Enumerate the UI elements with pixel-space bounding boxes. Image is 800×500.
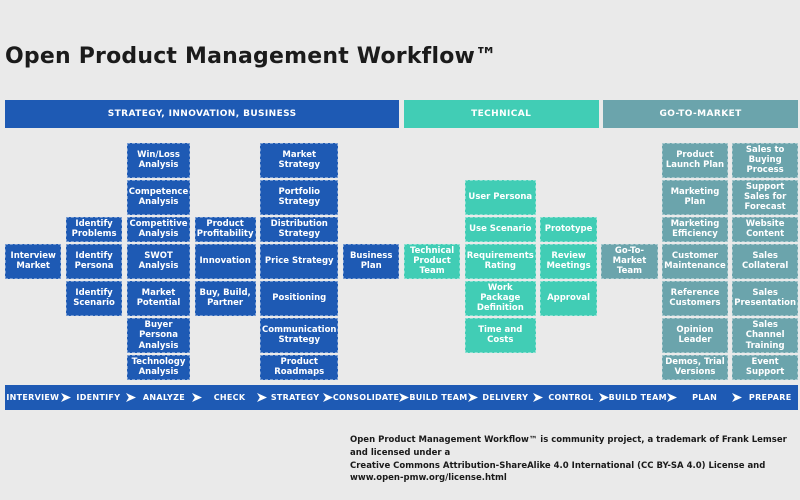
workflow-box-competitive-analysis: Competitive Analysis <box>126 217 191 242</box>
workflow-box-product-roadmaps: Product Roadmaps <box>260 355 339 380</box>
license-footer-line2: Creative Commons Attribution-ShareAlike … <box>350 460 766 484</box>
step-arrow-icon <box>322 393 333 402</box>
process-step-plan-11: PLAN <box>692 393 718 402</box>
workflow-box-win-loss-analysis: Win/Loss Analysis <box>126 143 191 178</box>
license-footer: Open Product Management Workflow™ is com… <box>350 434 790 485</box>
workflow-box-review-meetings: Review Meetings <box>540 244 597 279</box>
step-arrow-icon <box>399 393 410 402</box>
workflow-box-business-plan: Business Plan <box>342 244 400 279</box>
workflow-box-user-persona: User Persona <box>464 180 536 215</box>
phase-band-go-to-market: GO-TO-MARKET <box>603 100 798 128</box>
workflow-box-communication-strategy: Communication Strategy <box>260 318 339 353</box>
workflow-box-product-launch-plan: Product Launch Plan <box>662 143 728 178</box>
workflow-box-event-support: Event Support <box>732 355 798 380</box>
workflow-box-competence-analysis: Competence Analysis <box>126 180 191 215</box>
page-title: Open Product Management Workflow™ <box>5 44 498 69</box>
process-step-build-team-7: BUILD TEAM <box>409 393 468 402</box>
process-step-strategy-5: STRATEGY <box>270 393 320 402</box>
workflow-box-prototype: Prototype <box>540 217 597 242</box>
workflow-box-requirements-rating: Requirements Rating <box>464 244 536 279</box>
workflow-box-interview-market: Interview Market <box>5 244 62 279</box>
workflow-box-approval: Approval <box>540 281 597 316</box>
step-arrow-icon <box>732 393 743 402</box>
step-arrow-icon <box>60 393 71 402</box>
process-step-interview-1: INTERVIEW <box>6 393 60 402</box>
step-arrow-icon <box>467 393 478 402</box>
phase-band-technical: TECHNICAL <box>403 100 599 128</box>
workflow-box-product-profitability: Product Profitability <box>194 217 256 242</box>
workflow-box-technical-product-team: Technical Product Team <box>403 244 461 279</box>
workflow-box-website-content: Website Content <box>732 217 798 242</box>
workflow-box-opinion-leader: Opinion Leader <box>662 318 728 353</box>
phase-band-strategy-innovation-business: STRATEGY, INNOVATION, BUSINESS <box>5 100 400 128</box>
step-arrow-icon <box>191 393 202 402</box>
workflow-box-identify-problems: Identify Problems <box>65 217 123 242</box>
step-arrow-icon <box>533 393 544 402</box>
workflow-box-swot-analysis: SWOT Analysis <box>126 244 191 279</box>
process-step-identify-2: IDENTIFY <box>76 393 121 402</box>
process-step-consolidate-6: CONSOLIDATE <box>332 393 400 402</box>
step-arrow-icon <box>598 393 609 402</box>
process-step-bar: INTERVIEW IDENTIFY ANALYZE CHECK STRATEGY CON… <box>5 385 798 410</box>
workflow-box-buyer-persona-analysis: Buyer Persona Analysis <box>126 318 191 353</box>
workflow-box-portfolio-strategy: Portfolio Strategy <box>260 180 339 215</box>
step-arrow-icon <box>666 393 677 402</box>
workflow-box-innovation: Innovation <box>194 244 256 279</box>
process-step-control-9: CONTROL <box>548 393 594 402</box>
workflow-box-demos-trial-versions: Demos, Trial Versions <box>662 355 728 380</box>
workflow-box-market-potential: Market Potential <box>126 281 191 316</box>
workflow-box-support-sales-for-forecast: Support Sales for Forecast <box>732 180 798 215</box>
workflow-box-customer-maintenance: Customer Maintenance <box>662 244 728 279</box>
step-arrow-icon <box>126 393 137 402</box>
workflow-box-reference-customers: Reference Customers <box>662 281 728 316</box>
workflow-box-identify-scenario: Identify Scenario <box>65 281 123 316</box>
step-arrow-icon <box>257 393 268 402</box>
process-step-prepare-12: PREPARE <box>748 393 792 402</box>
license-footer-line1: Open Product Management Workflow™ is com… <box>350 435 787 458</box>
workflow-box-marketing-efficiency: Marketing Efficiency <box>662 217 728 242</box>
workflow-box-identify-persona: Identify Persona <box>65 244 123 279</box>
workflow-box-work-package-definition: Work Package Definition <box>464 281 536 316</box>
workflow-box-use-scenario: Use Scenario <box>464 217 536 242</box>
workflow-box-go-to-market-team: Go-To-Market Team <box>601 244 658 279</box>
workflow-box-sales-to-buying-process: Sales to Buying Process <box>732 143 798 178</box>
workflow-box-sales-presentation: Sales Presentation <box>732 281 798 316</box>
workflow-box-marketing-plan: Marketing Plan <box>662 180 728 215</box>
process-step-delivery-8: DELIVERY <box>482 393 529 402</box>
workflow-box-positioning: Positioning <box>260 281 339 316</box>
process-step-check-4: CHECK <box>213 393 246 402</box>
workflow-box-sales-collateral: Sales Collateral <box>732 244 798 279</box>
workflow-box-time-and-costs: Time and Costs <box>464 318 536 353</box>
process-step-build-team-10: BUILD TEAM <box>608 393 667 402</box>
workflow-box-technology-analysis: Technology Analysis <box>126 355 191 380</box>
workflow-box-market-strategy: Market Strategy <box>260 143 339 178</box>
workflow-box-distribution-strategy: Distribution Strategy <box>260 217 339 242</box>
workflow-box-buy-build-partner: Buy, Build, Partner <box>194 281 256 316</box>
workflow-box-price-strategy: Price Strategy <box>260 244 339 279</box>
process-step-analyze-3: ANALYZE <box>142 393 185 402</box>
workflow-box-sales-channel-training: Sales Channel Training <box>732 318 798 353</box>
